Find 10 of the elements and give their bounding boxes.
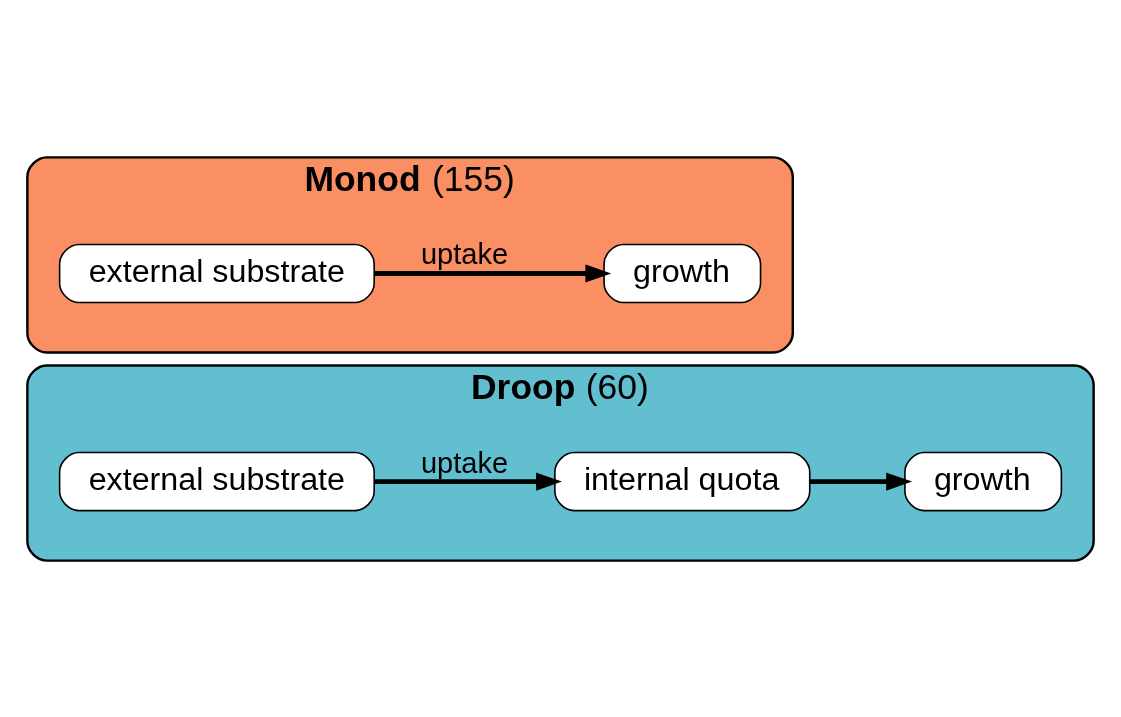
- node-box: external substrate: [58, 243, 375, 303]
- node-box: growth: [603, 243, 762, 303]
- arrow: [374, 472, 562, 491]
- edge-label: uptake: [420, 237, 509, 270]
- node-box: external substrate: [58, 451, 375, 511]
- node-box: internal quota: [554, 451, 811, 511]
- edge-label: uptake: [420, 446, 509, 479]
- arrow: [810, 472, 913, 491]
- arrow: [374, 263, 612, 283]
- node-box: growth: [904, 451, 1063, 511]
